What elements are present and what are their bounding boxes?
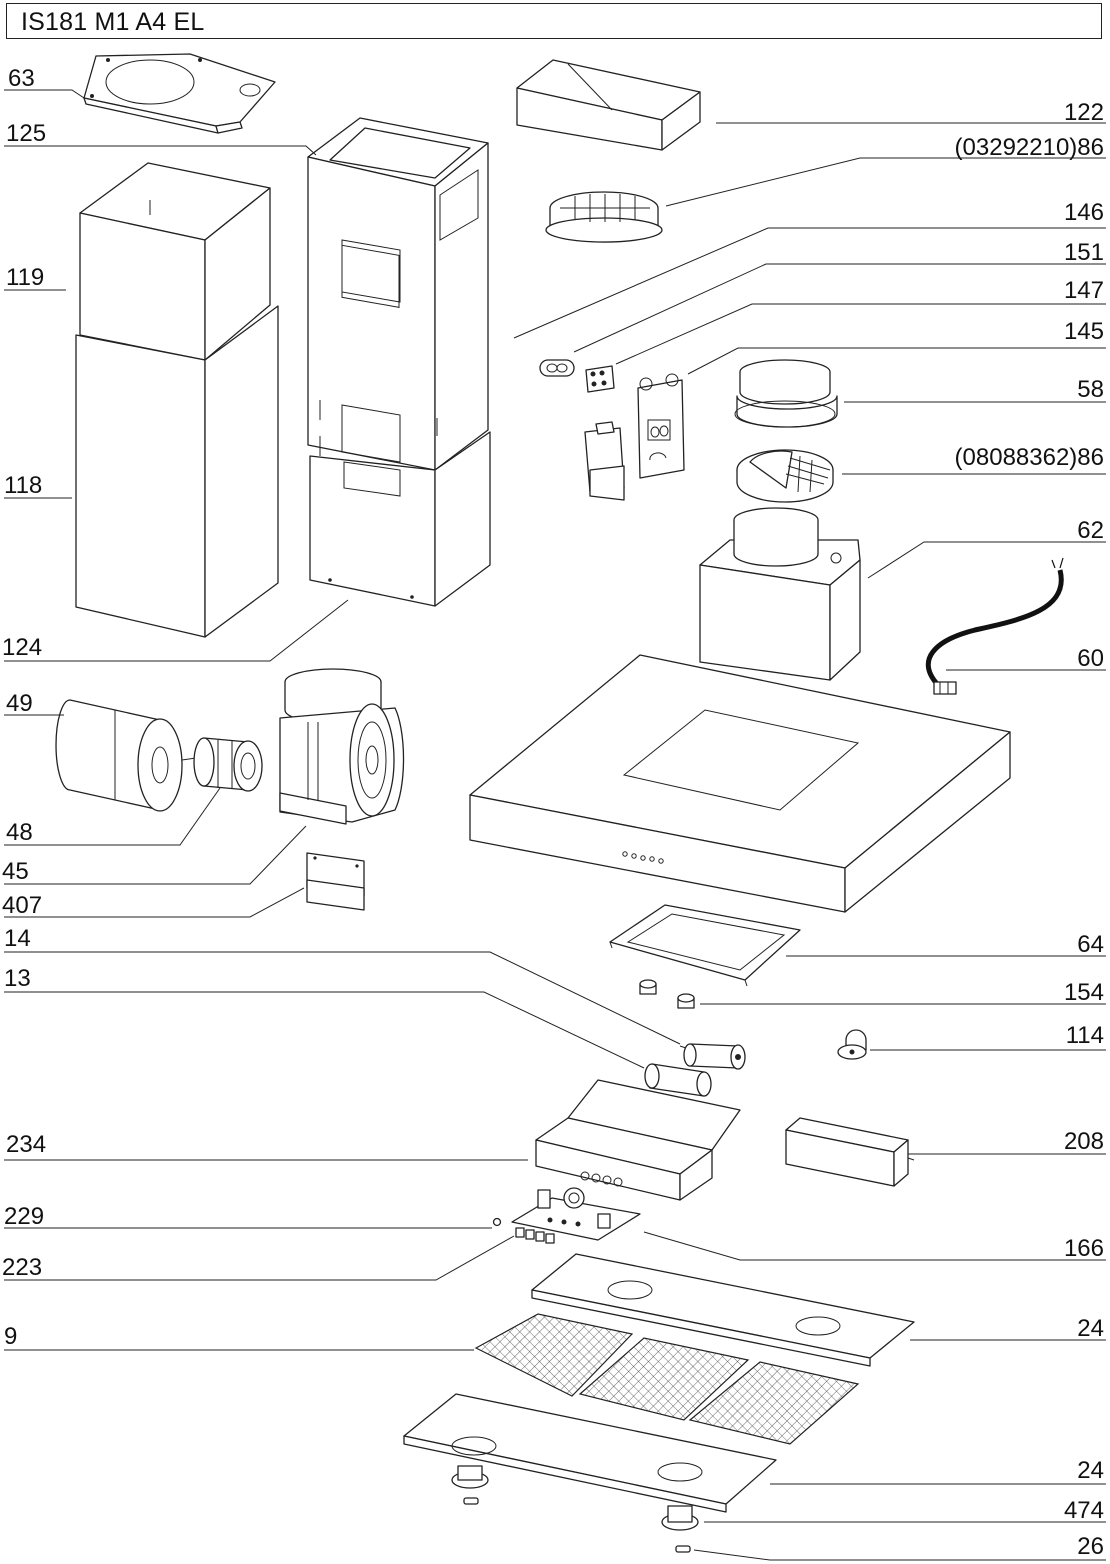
- part-86b-check-valve: [736, 449, 834, 503]
- part-145-control-panel: [637, 373, 685, 479]
- label-223: 223: [2, 1254, 42, 1281]
- part-229-small-part: [492, 1217, 502, 1227]
- label-114: 114: [1066, 1022, 1104, 1049]
- label-151: 151: [1064, 239, 1104, 266]
- leader-lines: [4, 89, 1106, 1561]
- part-151-connector: [539, 359, 575, 377]
- part-154-clips: [639, 979, 695, 1009]
- label-86b: (08088362)86: [955, 444, 1104, 471]
- part-hood-canopy: [469, 654, 1011, 913]
- label-64: 64: [1077, 931, 1104, 958]
- part-45-motor-housing: [279, 668, 405, 825]
- part-223-buttons: [515, 1227, 555, 1244]
- label-474: 474: [1064, 1497, 1104, 1524]
- part-147-terminal-block: [585, 365, 615, 393]
- part-146-switch: [584, 421, 625, 501]
- diagram-title: IS181 M1 A4 EL: [21, 8, 205, 36]
- label-9: 9: [4, 1323, 17, 1350]
- label-48: 48: [6, 819, 33, 846]
- part-62-blower-box: [699, 507, 861, 681]
- label-58: 58: [1077, 376, 1104, 403]
- part-24-lower-filter-cover: [403, 1393, 777, 1513]
- label-154: 154: [1064, 979, 1104, 1006]
- part-labels: 63 125 119 118 124 49 48 45 407 14 13 23…: [2, 65, 1104, 1560]
- label-62: 62: [1077, 517, 1104, 544]
- part-407-bracket: [306, 852, 365, 911]
- part-124-lower-frame: [309, 431, 491, 607]
- label-13: 13: [4, 965, 31, 992]
- label-147: 147: [1064, 277, 1104, 304]
- part-86a-check-valve: [545, 191, 663, 243]
- part-64-mounting-frame: [609, 904, 801, 987]
- label-24-upper: 24: [1077, 1315, 1104, 1342]
- part-9-grease-filters: [474, 1313, 860, 1445]
- label-229: 229: [4, 1203, 44, 1230]
- label-124: 124: [2, 634, 42, 661]
- part-13-capacitor: [644, 1063, 712, 1097]
- label-86a: (03292210)86: [955, 134, 1104, 161]
- part-26-bulbs: [463, 1497, 691, 1553]
- part-49-fan-wheel: [55, 699, 197, 812]
- label-119: 119: [6, 264, 44, 291]
- label-14: 14: [4, 925, 31, 952]
- label-24-lower: 24: [1077, 1457, 1104, 1484]
- label-208: 208: [1064, 1128, 1104, 1155]
- part-166-circuit-board: [511, 1187, 641, 1241]
- part-119-upper-chimney: [79, 162, 271, 361]
- label-118: 118: [4, 472, 42, 499]
- part-60-power-cable: [925, 557, 1064, 695]
- title-box: IS181 M1 A4 EL: [6, 3, 1102, 39]
- label-166: 166: [1064, 1235, 1104, 1262]
- label-234: 234: [6, 1131, 46, 1158]
- part-58-collar: [734, 359, 838, 428]
- part-14-capacitor: [679, 1043, 746, 1070]
- part-114-cable-clamp: [837, 1029, 867, 1060]
- part-48-motor: [193, 737, 263, 792]
- part-118-lower-chimney: [75, 305, 279, 638]
- part-234-electrical-box: [535, 1079, 741, 1201]
- part-208-transformer: [785, 1117, 915, 1187]
- label-407: 407: [2, 892, 42, 919]
- part-63-mounting-plate: [83, 53, 276, 134]
- part-24-upper-filter-cover: [531, 1253, 915, 1367]
- label-125: 125: [6, 120, 46, 147]
- label-122: 122: [1064, 99, 1104, 126]
- part-125-upper-frame: [307, 117, 489, 471]
- label-145: 145: [1064, 318, 1104, 345]
- label-63: 63: [8, 65, 35, 92]
- label-60: 60: [1077, 645, 1104, 672]
- label-146: 146: [1064, 199, 1104, 226]
- part-474-lamps: [451, 1465, 699, 1531]
- label-49: 49: [6, 690, 33, 717]
- label-45: 45: [2, 858, 29, 885]
- part-122-duct: [516, 59, 701, 151]
- label-26: 26: [1077, 1533, 1104, 1560]
